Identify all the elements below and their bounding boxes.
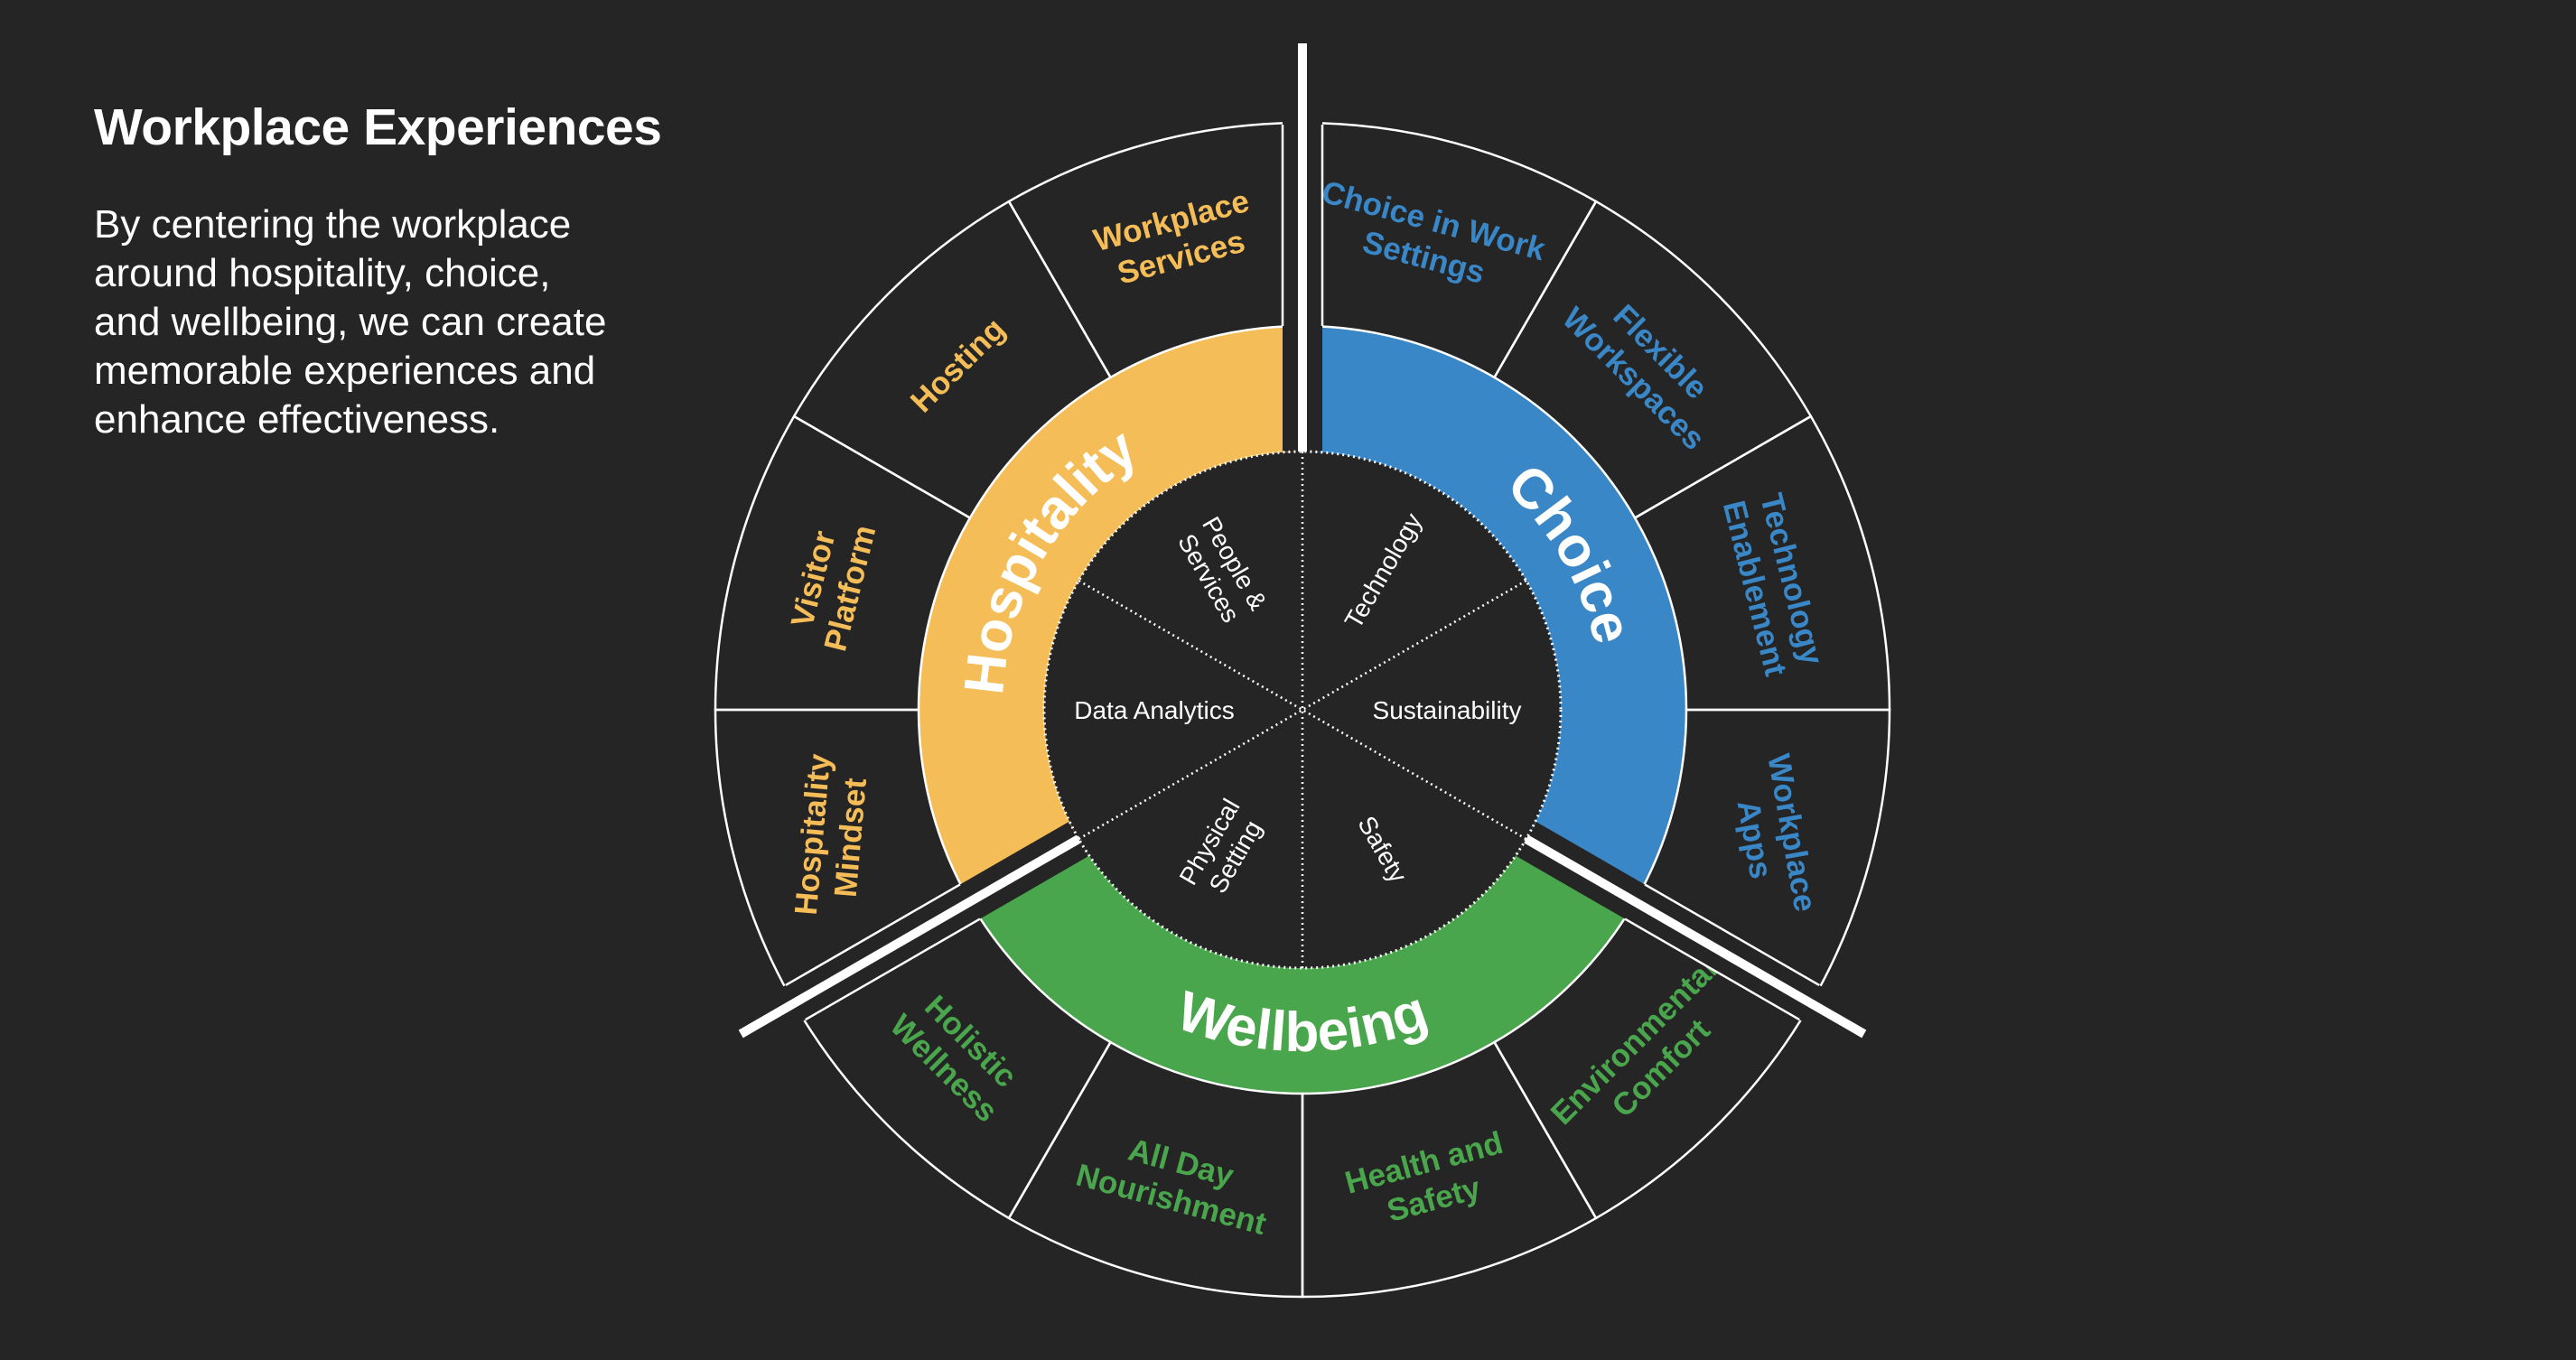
description-line: enhance effectiveness. bbox=[94, 397, 500, 442]
sector-edge bbox=[805, 918, 981, 1021]
capability-label: EnvironmentalComfort bbox=[1545, 952, 1751, 1159]
page-title: Workplace Experiences bbox=[94, 98, 662, 156]
capability-label: WorkplaceServices bbox=[1090, 183, 1263, 295]
sector-edge bbox=[1644, 883, 1820, 987]
capability-label: VisitorPlatform bbox=[780, 513, 882, 655]
pillar-divider bbox=[1524, 834, 1867, 1039]
capability-label: WorkplaceApps bbox=[1723, 751, 1823, 921]
pillar-ring-segment bbox=[969, 839, 1636, 1095]
capability-label-line: Mindset bbox=[828, 777, 873, 899]
description-line: around hospitality, choice, bbox=[94, 251, 551, 295]
pillar-divider bbox=[738, 834, 1081, 1039]
core-label: Data Analytics bbox=[1074, 696, 1234, 724]
description-line: memorable experiences and bbox=[94, 349, 596, 393]
capability-label: Health andSafety bbox=[1341, 1125, 1517, 1238]
sector-edge bbox=[785, 883, 961, 987]
description-line: and wellbeing, we can create bbox=[94, 300, 607, 344]
core-label-line: Sustainability bbox=[1373, 696, 1522, 724]
sector-edge bbox=[1624, 918, 1800, 1021]
core-label: Sustainability bbox=[1373, 696, 1522, 724]
core-label-line: Data Analytics bbox=[1074, 696, 1234, 724]
capability-label: Hosting bbox=[904, 312, 1013, 420]
core-circle-outline bbox=[1042, 450, 1563, 970]
pillar-ring-segment bbox=[1302, 326, 1687, 902]
capability-label: Choice in WorkSettings bbox=[1308, 174, 1549, 304]
capability-label: All DayNourishment bbox=[1072, 1121, 1280, 1242]
capability-label: TechnologyEnablement bbox=[1716, 488, 1831, 679]
description-line: By centering the workplace bbox=[94, 202, 572, 247]
capability-label: HolisticWellness bbox=[883, 981, 1031, 1129]
capability-label: FlexibleWorkspaces bbox=[1555, 274, 1739, 457]
description: By centering the workplace around hospit… bbox=[94, 200, 606, 444]
capability-label-line: Hosting bbox=[904, 312, 1013, 420]
pillar-ring-segment bbox=[918, 326, 1302, 902]
capability-label: HospitalityMindset bbox=[789, 752, 875, 920]
